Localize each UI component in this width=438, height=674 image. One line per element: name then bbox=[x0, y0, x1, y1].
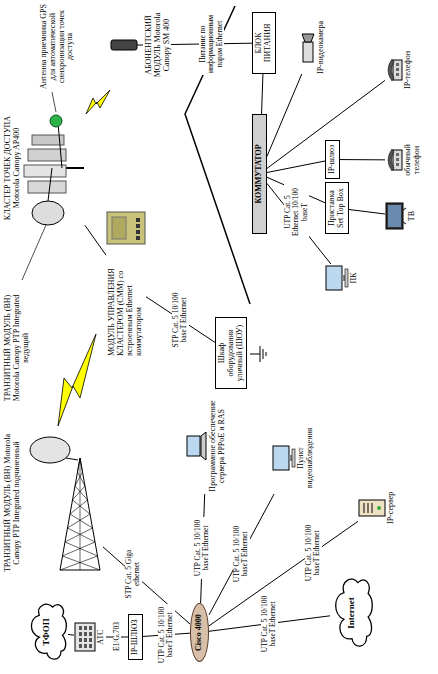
node-text: Приставка Set Top Box bbox=[328, 187, 346, 229]
node-text: Internet bbox=[347, 597, 357, 629]
server-icon bbox=[358, 498, 386, 518]
node-text: Шкаф оборудования уличный (ШОУ) bbox=[218, 322, 244, 384]
cluster-node: КЛАСТЕР ТОЧЕК ДОСТУПА Motorola Canopy AP… bbox=[4, 102, 85, 234]
cmm-icon bbox=[106, 211, 146, 245]
cable-line bbox=[262, 74, 263, 114]
node-text: КОММУТАТОР bbox=[255, 121, 264, 227]
node-text: обычный телефон bbox=[404, 134, 422, 186]
building-roof bbox=[185, 6, 250, 304]
node-text: Cisco 4000 bbox=[195, 614, 204, 651]
gateway-box: IP-ШЛЮЗ bbox=[128, 614, 143, 660]
radio-link-bolt bbox=[86, 90, 110, 114]
settop-box: Приставка Set Top Box bbox=[325, 182, 349, 234]
gateway-box: IP-шлюз bbox=[325, 140, 340, 179]
node-text: IP-видеокамера bbox=[317, 21, 326, 74]
ground-symbol bbox=[250, 354, 260, 355]
workstation-node: Пункт видеонаблюдения bbox=[272, 422, 315, 494]
node-text: ТРАНЗИТНЫЙ МОДУЛЬ (BH) Motorola Canopy P… bbox=[4, 427, 22, 579]
cable-label: STP Cat. 5 10/100 baseT Ethernet bbox=[172, 289, 189, 351]
switch-bar: КОММУТАТОР bbox=[252, 114, 267, 234]
node-text: КЛАСТЕР ТОЧЕК ДОСТУПА Motorola Canopy AP… bbox=[4, 102, 22, 234]
ip-phone-node: IP-телефон bbox=[385, 51, 413, 89]
ground-symbol bbox=[260, 346, 261, 362]
phone-node: обычный телефон bbox=[385, 134, 422, 186]
computer-icon bbox=[325, 264, 349, 292]
phone-icon bbox=[385, 147, 403, 173]
cable-line bbox=[349, 210, 385, 215]
cable-label: STP Cat. 5 Giga ethernet bbox=[125, 543, 142, 605]
leader-line bbox=[52, 92, 56, 112]
cable-label: UTP Cat. 5 10/100 baseT Ethernet bbox=[194, 517, 211, 579]
leader-line bbox=[22, 225, 46, 280]
power-box: БЛОК ПИТАНИЯ bbox=[252, 12, 276, 74]
cable-line bbox=[267, 74, 302, 156]
pc-node: ПК bbox=[325, 264, 359, 292]
node-text: ТФОП bbox=[42, 618, 52, 646]
computer-icon bbox=[272, 444, 296, 472]
node-text: ТВ bbox=[408, 202, 417, 230]
node-text: IP-шлюз bbox=[328, 145, 337, 174]
cable-label: UTP Cat. 5 10/100 baseT Ethernet bbox=[158, 604, 175, 666]
node-text: АБОНЕНТСКИЙ МОДУЛЬ Motorola Canopy SM 40… bbox=[145, 4, 171, 86]
callout-label: ТРАНЗИТНЫЙ МОДУЛЬ (BH) Motorola Canopy P… bbox=[4, 284, 30, 412]
server-node: IP-сервер bbox=[358, 492, 396, 524]
tower-icon bbox=[22, 428, 102, 578]
cable-line bbox=[267, 161, 325, 173]
node-text: IP-телефон bbox=[404, 51, 413, 89]
router-oval: Cisco 4000 bbox=[190, 603, 209, 662]
subscriber-module-icon bbox=[110, 36, 144, 54]
cable-label: UTP Cat. 5 10/100 baseT Ethernet bbox=[233, 523, 250, 585]
cable-label: E1/G.703 bbox=[113, 621, 121, 652]
node-text: IP-сервер bbox=[387, 492, 396, 524]
cable-label: UTP Cat. 5 10/100 baseT Ethernet bbox=[261, 593, 278, 655]
network-cloud: Internet bbox=[330, 574, 374, 652]
laptop-icon bbox=[186, 430, 208, 462]
node-text: Программное обеспечение сервера PPPoE и … bbox=[209, 398, 227, 494]
node-text: Пункт видеонаблюдения bbox=[297, 422, 315, 494]
phone-icon bbox=[385, 57, 403, 83]
subscriber-node: АБОНЕНТСКИЙ МОДУЛЬ Motorola Canopy SM 40… bbox=[110, 4, 171, 86]
node-text: IP-ШЛЮЗ bbox=[131, 619, 140, 655]
ground-symbol bbox=[266, 352, 267, 356]
cable-line bbox=[68, 634, 74, 636]
node-text: БЛОК ПИТАНИЯ bbox=[255, 17, 273, 69]
cabinet-box: Шкаф оборудования уличный (ШОУ) bbox=[215, 317, 247, 389]
cable-label: UTP Cat. 5 Ethernet 10/100 baseT bbox=[284, 181, 309, 243]
radio-link-bolt bbox=[58, 334, 96, 426]
cable-line bbox=[85, 225, 106, 255]
ground-symbol bbox=[263, 349, 264, 359]
cmm-node: МОДУЛЬ УПРАВЛЕНИЯ КЛАСТЕРОМ (CMM) со вст… bbox=[106, 211, 146, 356]
callout-label: Антенна приемника GPS для автоматической… bbox=[40, 4, 75, 89]
tv-node: ТВ bbox=[385, 202, 417, 230]
network-cloud: ТФОП bbox=[26, 600, 68, 664]
pbx-icon bbox=[74, 622, 96, 652]
cluster-icon bbox=[22, 103, 84, 233]
cable-label: Питание по информационным парам Ethernet bbox=[199, 13, 224, 75]
tv-icon bbox=[385, 202, 407, 230]
laptop-node: Программное обеспечение сервера PPPoE и … bbox=[186, 398, 227, 494]
pbx-node: АТС bbox=[74, 622, 106, 652]
camera-node: IP-видеокамера bbox=[300, 21, 326, 74]
camera-icon bbox=[300, 32, 316, 64]
node-text: МОДУЛЬ УПРАВЛЕНИЯ КЛАСТЕРОМ (CMM) со вст… bbox=[108, 248, 143, 356]
tower-node: ТРАНЗИТНЫЙ МОДУЛЬ (BH) Motorola Canopy P… bbox=[4, 427, 103, 579]
node-text: ПК bbox=[350, 264, 359, 292]
cable-line bbox=[103, 547, 190, 624]
cable-line bbox=[340, 159, 385, 160]
cable-label: UTP Cat. 5 10/100 baseT Ethernet bbox=[305, 522, 322, 584]
node-text: АТС bbox=[97, 622, 106, 652]
